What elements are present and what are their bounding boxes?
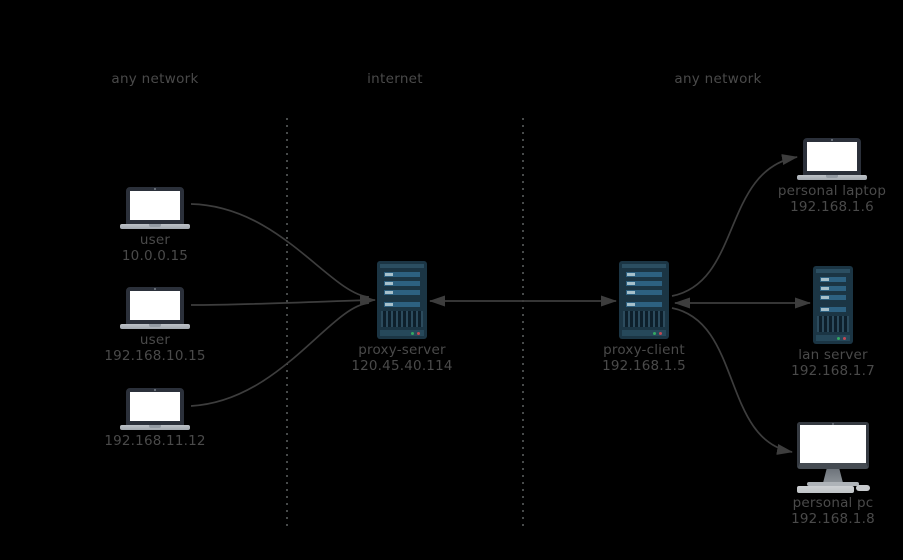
laptop-base bbox=[120, 324, 190, 329]
node-user2: user 192.168.10.15 bbox=[75, 287, 235, 364]
server-status-bar bbox=[380, 330, 424, 336]
laptop-icon bbox=[797, 138, 867, 180]
laptop-screen bbox=[126, 388, 184, 425]
edge-user2-proxy-server bbox=[190, 294, 376, 306]
laptop-camera-dot bbox=[154, 389, 156, 391]
monitor-screen bbox=[797, 422, 869, 469]
server-vent bbox=[381, 311, 423, 327]
led-green bbox=[653, 331, 656, 335]
mouse-icon bbox=[856, 485, 870, 491]
laptop-icon bbox=[120, 187, 190, 229]
server-icon bbox=[813, 266, 853, 344]
node-label: personal pc bbox=[792, 495, 874, 511]
led-red bbox=[659, 331, 662, 335]
server-panel-bar bbox=[626, 290, 662, 295]
laptop-screen bbox=[126, 287, 184, 324]
node-ip: 192.168.11.12 bbox=[104, 433, 206, 449]
zone-divider-right bbox=[522, 118, 524, 527]
zone-divider-left bbox=[286, 118, 288, 527]
node-lan-server: lan server 192.168.1.7 bbox=[753, 266, 903, 379]
node-label: proxy-client bbox=[603, 342, 685, 358]
edge-user1-proxy-server bbox=[190, 203, 370, 298]
server-panel-bar bbox=[820, 295, 846, 300]
node-ip: 10.0.0.15 bbox=[121, 248, 189, 264]
laptop-camera-dot bbox=[154, 188, 156, 190]
node-ip: 192.168.1.5 bbox=[602, 358, 686, 374]
node-user3: 192.168.11.12 bbox=[75, 388, 235, 449]
node-proxy-client: proxy-client 192.168.1.5 bbox=[564, 261, 724, 374]
laptop-icon bbox=[120, 388, 190, 430]
server-top-band bbox=[816, 269, 850, 273]
led-red bbox=[417, 331, 420, 335]
monitor-stand-neck bbox=[823, 469, 843, 483]
server-top-band bbox=[380, 264, 424, 268]
edge-proxy-client-personal-pc bbox=[671, 307, 793, 455]
laptop-camera-dot bbox=[831, 139, 833, 141]
node-label: lan server bbox=[798, 347, 868, 363]
server-panel bbox=[626, 272, 662, 311]
server-status-bar bbox=[816, 335, 850, 341]
node-ip: 192.168.1.8 bbox=[791, 511, 875, 527]
server-panel-bar bbox=[820, 277, 846, 282]
node-user1: user 10.0.0.15 bbox=[75, 187, 235, 264]
laptop-base bbox=[120, 224, 190, 229]
led-red bbox=[843, 336, 846, 340]
server-panel bbox=[820, 277, 846, 316]
server-panel-bar bbox=[626, 281, 662, 286]
laptop-base bbox=[797, 175, 867, 180]
node-ip: 192.168.1.6 bbox=[790, 199, 874, 215]
node-personal-pc: personal pc 192.168.1.8 bbox=[753, 422, 903, 527]
node-label: user bbox=[139, 232, 171, 248]
node-proxy-server: proxy-server 120.45.40.114 bbox=[322, 261, 482, 374]
desktop-icon bbox=[794, 422, 872, 493]
laptop-screen bbox=[126, 187, 184, 224]
server-top-band bbox=[622, 264, 666, 268]
server-status-bar bbox=[622, 330, 666, 336]
node-ip: 192.168.10.15 bbox=[104, 348, 206, 364]
server-panel-bar bbox=[384, 281, 420, 286]
server-vent bbox=[623, 311, 665, 327]
node-label: personal laptop bbox=[777, 183, 887, 199]
server-panel-bar bbox=[626, 272, 662, 277]
keyboard-icon bbox=[797, 486, 854, 493]
edge-user3-proxy-server bbox=[190, 302, 370, 407]
node-label: proxy-server bbox=[358, 342, 446, 358]
server-panel-bar bbox=[384, 302, 420, 307]
laptop-screen bbox=[803, 138, 861, 175]
laptop-icon bbox=[120, 287, 190, 329]
server-vent bbox=[817, 316, 849, 332]
zone-label-internet: internet bbox=[367, 71, 423, 87]
monitor-camera-dot bbox=[832, 423, 834, 425]
node-ip: 192.168.1.7 bbox=[791, 363, 875, 379]
laptop-base bbox=[120, 425, 190, 430]
node-label: user bbox=[139, 332, 171, 348]
server-icon bbox=[619, 261, 669, 339]
server-panel-bar bbox=[820, 307, 846, 312]
zone-label-right: any network bbox=[674, 71, 762, 87]
server-panel-bar bbox=[820, 286, 846, 291]
zone-label-left: any network bbox=[111, 71, 199, 87]
server-panel-bar bbox=[626, 302, 662, 307]
led-green bbox=[411, 331, 414, 335]
laptop-camera-dot bbox=[154, 288, 156, 290]
monitor-stand-base bbox=[807, 482, 859, 486]
led-green bbox=[837, 336, 840, 340]
server-panel-bar bbox=[384, 290, 420, 295]
server-panel bbox=[384, 272, 420, 311]
node-ip: 120.45.40.114 bbox=[351, 358, 453, 374]
server-icon bbox=[377, 261, 427, 339]
node-personal-laptop: personal laptop 192.168.1.6 bbox=[752, 138, 903, 215]
server-panel-bar bbox=[384, 272, 420, 277]
edge-proxy-client-personal-laptop bbox=[671, 154, 798, 297]
